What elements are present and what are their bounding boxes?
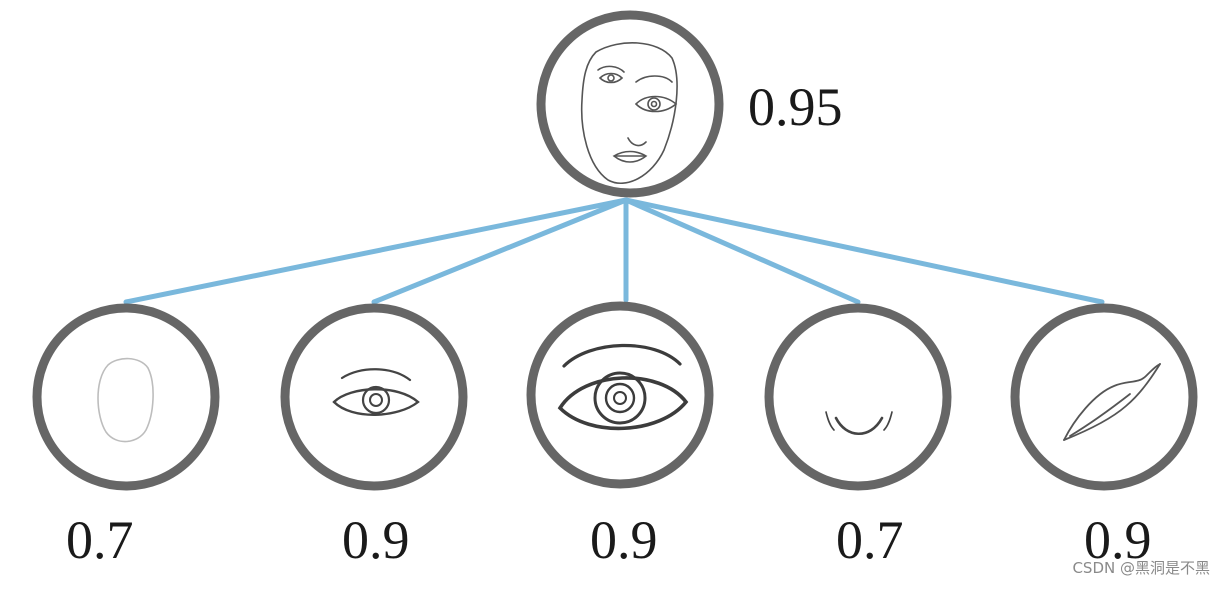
score-small-eye: 0.9 xyxy=(342,510,410,570)
face-sketch-icon xyxy=(580,42,678,185)
part-node-face-outline xyxy=(32,303,220,491)
part-node-small-eye xyxy=(280,303,468,491)
part-circle xyxy=(32,303,220,491)
large-eye-icon xyxy=(557,343,689,431)
part-node-large-eye xyxy=(526,301,714,489)
connector-mouth xyxy=(623,197,1105,305)
connector-nose xyxy=(623,197,861,305)
watermark: CSDN @黑洞是不黑 xyxy=(1072,559,1210,577)
part-circle xyxy=(280,303,468,491)
score-large-eye: 0.9 xyxy=(590,510,658,570)
connector-face-outline xyxy=(123,197,629,305)
root-node xyxy=(536,10,724,198)
score-mouth: 0.9 xyxy=(1084,510,1152,570)
part-node-nose xyxy=(764,303,952,491)
mouth-icon xyxy=(1063,363,1161,441)
nose-icon xyxy=(825,411,893,435)
connectors xyxy=(123,197,1105,305)
score-face-outline: 0.7 xyxy=(66,510,134,570)
connector-small-eye xyxy=(371,197,629,305)
part-node-mouth xyxy=(1010,303,1198,491)
root-score: 0.95 xyxy=(748,77,843,137)
root-circle xyxy=(536,10,724,198)
part-circle xyxy=(764,303,952,491)
score-nose: 0.7 xyxy=(836,510,904,570)
small-eye-icon xyxy=(332,368,420,416)
part-circle xyxy=(526,301,714,489)
part-circle xyxy=(1010,303,1198,491)
face-outline-icon xyxy=(97,357,154,443)
